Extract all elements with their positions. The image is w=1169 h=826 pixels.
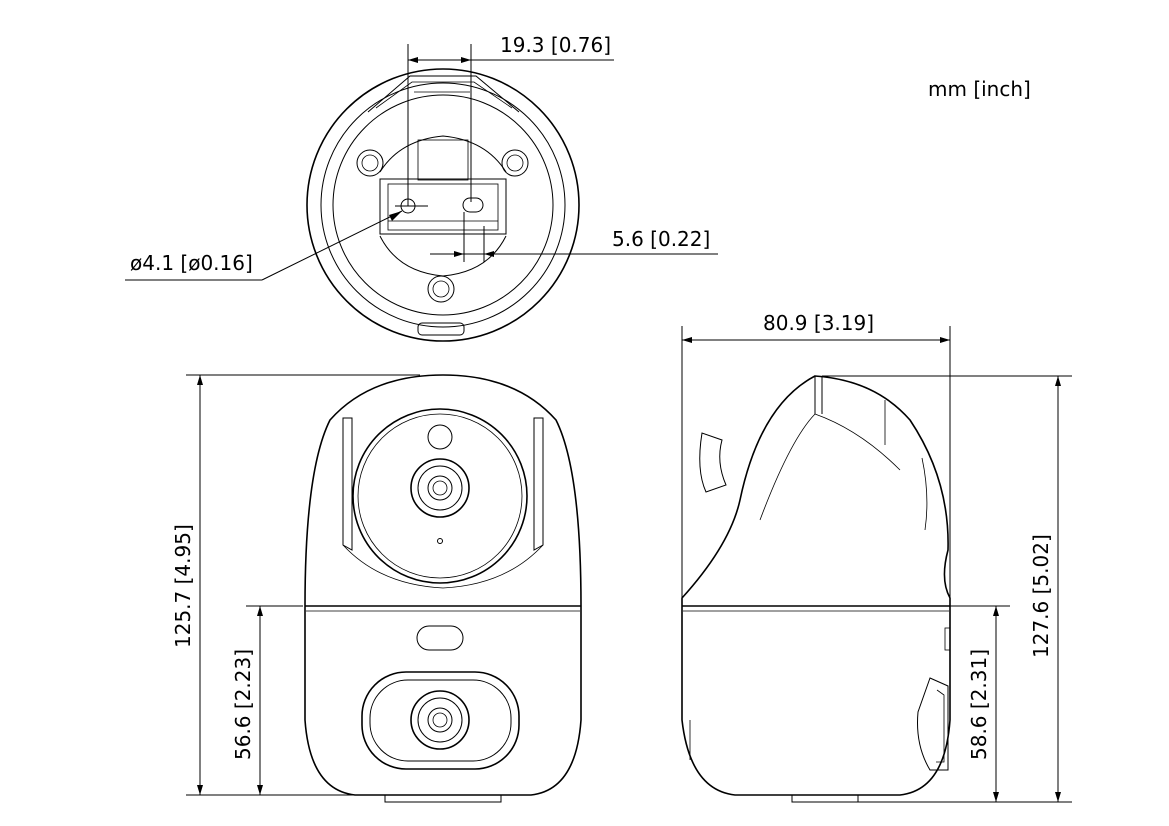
top-view-dimensions: 19.3 [0.76] 5.6 [0.22] ø4.1 [ø0.16]: [125, 33, 718, 281]
front-base-height-label: 56.6 [2.23]: [231, 649, 255, 760]
side-base-height-label: 58.6 [2.31]: [967, 649, 991, 760]
front-view-dimensions: 125.7 [4.95] 56.6 [2.23]: [171, 374, 420, 796]
front-view: [304, 374, 582, 803]
side-total-height-label: 127.6 [5.02]: [1029, 534, 1053, 658]
units-note: mm [inch]: [928, 77, 1031, 101]
top-view: [306, 68, 580, 342]
side-depth-label: 80.9 [3.19]: [763, 311, 874, 335]
side-view-dimensions: 80.9 [3.19] 127.6 [5.02] 58.6 [2.31]: [681, 311, 1072, 803]
side-view: [681, 375, 951, 803]
front-total-height-label: 125.7 [4.95]: [171, 524, 195, 648]
slot-width-label: 19.3 [0.76]: [500, 33, 611, 57]
hole-diameter-label: ø4.1 [ø0.16]: [130, 251, 253, 275]
hole-offset-label: 5.6 [0.22]: [612, 227, 710, 251]
